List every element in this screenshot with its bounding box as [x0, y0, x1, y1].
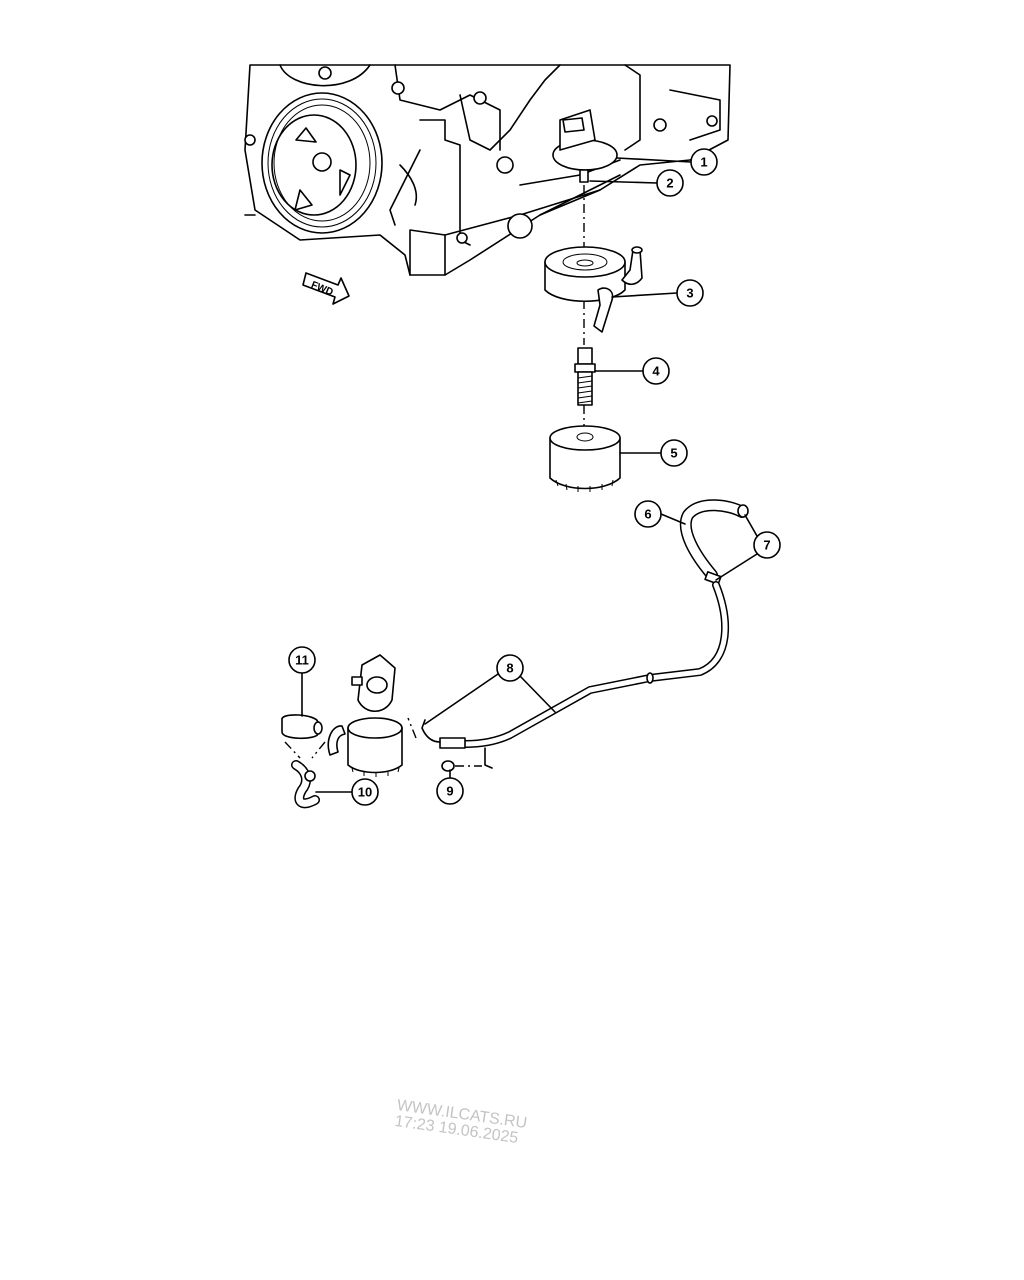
- callout-1: 1: [690, 148, 718, 176]
- oil-filter-adapter: [552, 109, 618, 183]
- callout-11: 11: [288, 646, 316, 674]
- oil-filter-stud: [574, 347, 596, 406]
- svg-text:1: 1: [700, 155, 707, 170]
- connector-tube: [281, 714, 323, 740]
- callout-5: 5: [660, 439, 688, 467]
- callout-6: 6: [634, 500, 662, 528]
- svg-text:11: 11: [295, 653, 309, 668]
- callout-2: 2: [656, 169, 684, 197]
- oil-cooler-tube: [421, 581, 729, 769]
- oil-filter: [549, 425, 621, 492]
- leader-lines: [301, 157, 758, 793]
- svg-text:2: 2: [666, 176, 673, 191]
- bolt: [441, 760, 455, 772]
- remote-filter-assembly: [327, 654, 403, 777]
- center-line: [407, 717, 417, 739]
- svg-text:7: 7: [763, 538, 770, 553]
- svg-text:8: 8: [506, 661, 513, 676]
- svg-text:3: 3: [686, 286, 693, 301]
- center-line: [284, 741, 326, 759]
- crankshaft-pulley: [261, 92, 383, 234]
- oil-cooler: [544, 246, 643, 333]
- oil-cooler-hose: [679, 499, 749, 585]
- svg-text:5: 5: [670, 446, 677, 461]
- svg-text:4: 4: [652, 364, 660, 379]
- callout-9: 9: [436, 777, 464, 805]
- svg-text:6: 6: [644, 507, 651, 522]
- svg-text:10: 10: [358, 785, 372, 800]
- svg-text:9: 9: [446, 784, 453, 799]
- forward-direction-arrow: FWD: [302, 272, 350, 305]
- callout-3: 3: [676, 279, 704, 307]
- callout-7: 7: [753, 531, 781, 559]
- callout-4: 4: [642, 357, 670, 385]
- callout-10: 10: [351, 778, 379, 806]
- callout-8: 8: [496, 654, 524, 682]
- hose-with-clamp: [291, 760, 320, 809]
